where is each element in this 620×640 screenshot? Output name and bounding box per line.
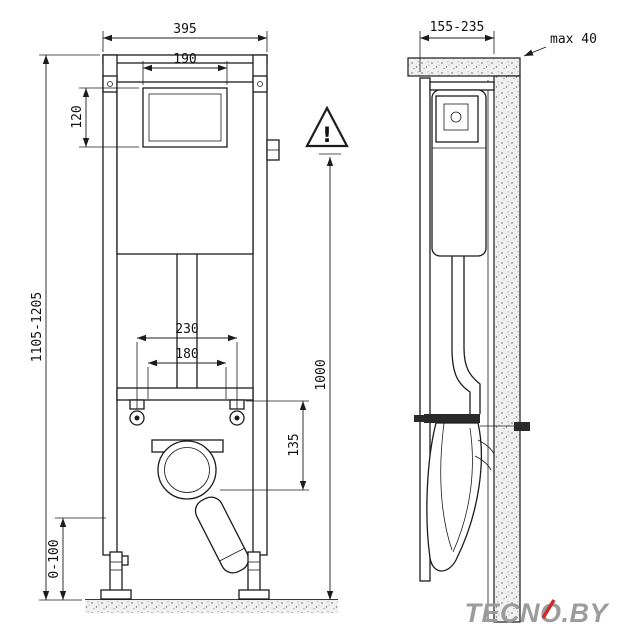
flush-plate-outer [142, 87, 228, 148]
flush-pipe-front [176, 254, 198, 390]
bowl-drain-curve-2 [474, 455, 492, 471]
dim-label-fixing-spacing: 230 [175, 322, 198, 337]
dim-label-outlet-offset: 135 [287, 433, 302, 456]
dim-total-height: 1105-1205 [30, 54, 100, 601]
ceiling-band [407, 57, 521, 77]
logo-accent [541, 599, 556, 619]
warning-triangle: ! [305, 105, 349, 148]
dim-label-ref-height: 1000 [314, 359, 329, 390]
side-view: 155-235 max 40 [407, 20, 597, 623]
toilet-bowl-side [426, 422, 495, 572]
logo: TECNO.BY [464, 598, 610, 628]
right-corner-hole [257, 81, 263, 87]
dim-outlet-offset: 135 [220, 400, 309, 491]
feet [100, 551, 270, 600]
left-corner-plate [102, 75, 118, 93]
front-view: ! 395 190 120 1105-1205 [30, 22, 349, 613]
dim-fixing-spacing: 230 [136, 322, 238, 409]
logo-text: TECNO.BY [464, 598, 610, 628]
dim-drain-spacing: 180 [147, 347, 227, 399]
top-wall-bracket [429, 81, 495, 91]
outlet-socket-inner [164, 447, 210, 493]
left-foot-plate [100, 589, 132, 600]
dim-label-foot-adjust: 0-100 [47, 539, 62, 578]
warning-exclamation: ! [322, 123, 332, 147]
flush-unit-port [450, 111, 462, 123]
cistern-front [116, 81, 254, 255]
bowl-inner-line-1 [440, 422, 453, 551]
floor [85, 599, 338, 613]
wall-band [493, 75, 521, 623]
dim-plate-width: 190 [142, 52, 228, 85]
drain-pipe [194, 496, 250, 574]
dim-plate-height: 120 [70, 87, 139, 148]
flange-bolt [414, 415, 424, 422]
dim-label-plate-width: 190 [173, 52, 196, 67]
cistern-side [431, 89, 487, 257]
dim-label-mount-depth: 155-235 [430, 20, 485, 35]
dim-label-total-height: 1105-1205 [30, 292, 45, 362]
flange-bar [424, 414, 480, 423]
wall-anchor [514, 422, 530, 431]
crossbar-body [116, 387, 254, 401]
dim-ref-height: 1000 [314, 153, 341, 600]
bowl-drain-curve-1 [477, 439, 495, 455]
left-corner-hole [107, 81, 113, 87]
right-leg [247, 551, 261, 593]
flush-unit-inner [443, 103, 469, 131]
outlet-assembly [151, 439, 224, 500]
dim-label-finish-max: max 40 [550, 32, 597, 47]
dim-mount-depth: 155-235 [419, 20, 495, 72]
dim-label-total-width: 395 [173, 22, 196, 37]
wall [407, 57, 521, 623]
left-fixing-bolt-center [134, 415, 140, 421]
flush-pipe-side [451, 256, 481, 414]
mounting-flange [414, 414, 530, 431]
lower-crossbar [116, 387, 254, 426]
right-corner-plate [252, 75, 268, 93]
right-foot-plate [238, 589, 270, 600]
floor-hatch [85, 600, 338, 613]
dim-label-drain-spacing: 180 [175, 347, 198, 362]
dim-total-width: 395 [102, 22, 268, 52]
frame-rail-side [419, 77, 431, 582]
dim-finish-max: max 40 [523, 32, 597, 57]
dim-label-plate-height: 120 [70, 105, 85, 128]
right-fixing-bolt-center [234, 415, 240, 421]
drain-pipe-body [194, 496, 250, 574]
drain-pipe-cuff [219, 547, 245, 562]
warning-triangle-outline [305, 105, 349, 148]
left-rail [102, 54, 118, 556]
flush-unit-side [435, 95, 479, 143]
flush-plate-inner [148, 93, 222, 142]
outlet-socket-outer [157, 440, 217, 500]
left-leg [109, 551, 123, 593]
right-rail [252, 54, 268, 556]
dim-foot-adjust: 0-100 [47, 517, 106, 600]
bowl-inner-line-2 [452, 427, 473, 553]
